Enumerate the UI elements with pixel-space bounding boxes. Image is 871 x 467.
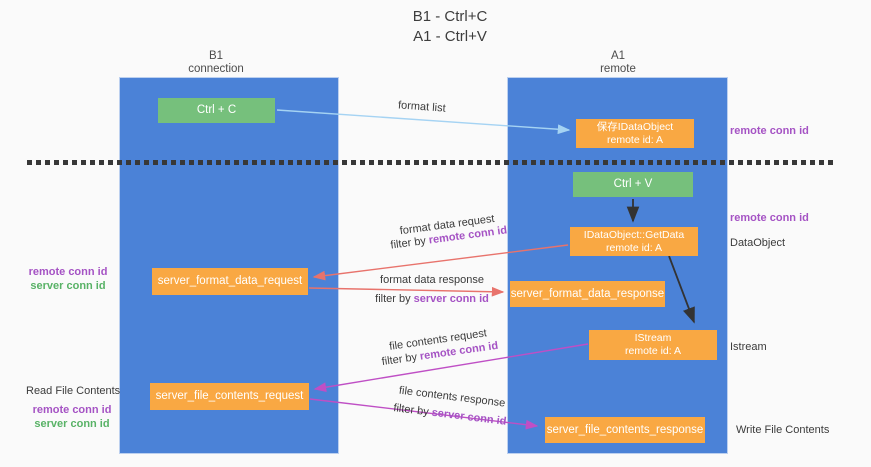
lane-b1-role: connection — [188, 63, 244, 75]
lane-header-a1: A1 remote — [558, 50, 678, 76]
node-ctrl-c-label: Ctrl + C — [196, 104, 237, 116]
edge-label-format-data-response: format data response filter by server co… — [372, 274, 492, 305]
annotation-read-file-contents-group: Read File Contents remote conn id server… — [26, 384, 121, 431]
node-ctrl-c: Ctrl + C — [158, 98, 275, 123]
node-server-file-contents-response-label: server_file_contents_response — [546, 423, 704, 436]
title-line-2: A1 - Ctrl+V — [413, 28, 487, 45]
filter-by-text: filter by — [392, 402, 433, 419]
annotation-dataobject: DataObject — [730, 237, 786, 249]
edge-label-file-contents-request: file contents request filter by remote c… — [377, 326, 501, 369]
lane-a1-name: A1 — [610, 50, 626, 62]
diagram-title: B1 - Ctrl+C A1 - Ctrl+V — [300, 7, 600, 47]
node-server-format-data-request: server_format_data_request — [152, 268, 308, 295]
server-conn-id-highlight: server conn id — [413, 293, 489, 305]
read-file-contents-label: Read File Contents — [26, 385, 121, 397]
node-idataobject-getdata-line1: IDataObject::GetData — [583, 228, 685, 241]
left-remote-conn-id: remote conn id — [28, 266, 108, 278]
node-save-idataobject-line2: remote id: A — [606, 133, 664, 146]
annotation-remote-conn-id-top: remote conn id — [730, 125, 809, 137]
annotation-write-file-contents: Write File Contents — [736, 424, 830, 436]
node-server-file-contents-request: server_file_contents_request — [150, 383, 309, 410]
filter-by-text: filter by — [381, 350, 421, 369]
node-idataobject-getdata: IDataObject::GetData remote id: A — [570, 227, 698, 256]
node-server-file-contents-request-label: server_file_contents_request — [155, 390, 304, 402]
node-server-format-data-response: server_format_data_response — [510, 281, 665, 307]
lane-b1-name: B1 — [208, 50, 224, 62]
node-save-idataobject: 保存IDataObject remote id: A — [576, 119, 694, 148]
left2-remote-conn-id: remote conn id — [32, 404, 112, 416]
format-data-response-text: format data response — [380, 274, 484, 286]
node-istream: IStream remote id: A — [589, 330, 717, 360]
lane-a1-role: remote — [600, 63, 636, 75]
node-ctrl-v: Ctrl + V — [573, 172, 693, 197]
lane-header-b1: B1 connection — [156, 50, 276, 76]
node-server-format-data-response-label: server_format_data_response — [510, 287, 665, 300]
filter-by-text: filter by — [375, 293, 414, 305]
annotation-istream: Istream — [730, 341, 767, 353]
server-conn-id-highlight: server conn id — [430, 406, 508, 428]
left-server-conn-id: server conn id — [30, 280, 106, 292]
title-line-1: B1 - Ctrl+C — [412, 8, 488, 25]
annotation-left-conn-ids: remote conn id server conn id — [28, 265, 108, 293]
node-ctrl-v-label: Ctrl + V — [613, 178, 653, 190]
left2-server-conn-id: server conn id — [34, 418, 110, 430]
node-server-format-data-request-label: server_format_data_request — [157, 275, 303, 287]
node-istream-line2: remote id: A — [624, 345, 682, 357]
format-data-response-filter: filter by server conn id — [372, 293, 492, 305]
node-save-idataobject-line1: 保存IDataObject — [596, 120, 674, 133]
node-server-file-contents-response: server_file_contents_response — [545, 417, 705, 443]
edge-label-format-list: format list — [397, 99, 447, 115]
session-separator-dashed-line — [27, 160, 833, 165]
edge-label-format-data-request: format data request filter by remote con… — [385, 211, 511, 252]
annotation-remote-conn-id-mid: remote conn id — [730, 212, 809, 224]
edge-label-file-contents-response: file contents response filter by server … — [389, 384, 514, 429]
node-istream-line1: IStream — [634, 332, 672, 344]
node-idataobject-getdata-line2: remote id: A — [605, 241, 663, 254]
